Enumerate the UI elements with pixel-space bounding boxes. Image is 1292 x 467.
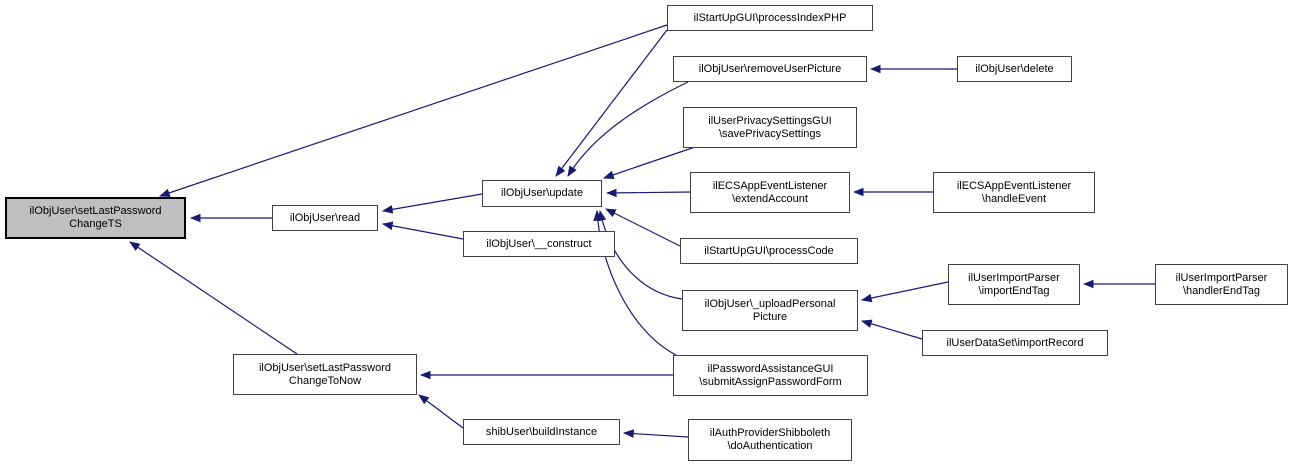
node-ilobjuser-construct[interactable]: ilObjUser\__construct	[463, 231, 615, 257]
edge-doauthentication-to-buildinstance	[622, 429, 689, 438]
edge-processcode-to-update	[605, 208, 681, 247]
node-ilobjuser-removeuserpicture[interactable]: ilObjUser\removeUserPicture	[673, 56, 867, 82]
edge-importrecord-to-uploadpersonalpicture	[860, 319, 923, 340]
edge-processindexphp-to-setlastpasswordchangets	[158, 24, 668, 197]
node-ilobjuser-update[interactable]: ilObjUser\update	[482, 180, 602, 207]
node-iluserimportparser-importendtag[interactable]: ilUserImportParser \importEndTag	[948, 264, 1080, 305]
node-ilobjuser-read[interactable]: ilObjUser\read	[272, 205, 378, 231]
edge-processindexphp-to-update	[555, 29, 668, 177]
node-ilobjuser-uploadpersonalpicture[interactable]: ilObjUser\_uploadPersonal Picture	[682, 290, 858, 331]
edge-update-to-read	[381, 193, 483, 214]
edge-extendaccount-to-update	[605, 188, 691, 198]
edge-construct-to-read	[381, 221, 464, 240]
node-iluserprivacysettingsgui-saveprivacysettings[interactable]: ilUserPrivacySettingsGUI \savePrivacySet…	[683, 107, 857, 148]
node-ilecsappeventlistener-handleevent[interactable]: ilECSAppEventListener \handleEvent	[933, 172, 1095, 213]
node-ilstartupgui-processindexphp[interactable]: ilStartUpGUI\processIndexPHP	[667, 5, 873, 31]
edge-removeuserpicture-to-update	[567, 81, 689, 177]
node-ilecsappeventlistener-extendaccount[interactable]: ilECSAppEventListener \extendAccount	[690, 172, 850, 213]
node-iluserimportparser-handlerendtag[interactable]: ilUserImportParser \handlerEndTag	[1155, 264, 1288, 305]
edge-buildinstance-to-setlastpasswordchangetonow	[418, 394, 464, 429]
node-ilobjuser-delete[interactable]: ilObjUser\delete	[957, 56, 1072, 82]
edge-submitassignpasswordform-to-update	[593, 209, 677, 356]
edge-uploadpersonalpicture-to-update	[597, 209, 683, 300]
node-shibuser-buildinstance[interactable]: shibUser\buildInstance	[463, 419, 620, 445]
edge-importendtag-to-uploadpersonalpicture	[860, 281, 949, 303]
node-ilobjuser-setlastpasswordchangetonow[interactable]: ilObjUser\setLastPassword ChangeToNow	[233, 354, 417, 395]
node-ilauthprovidershibboleth-doauthentication[interactable]: ilAuthProviderShibboleth \doAuthenticati…	[688, 419, 852, 461]
edge-setlastpasswordchangetonow-to-setlastpasswordchangets	[129, 241, 298, 355]
node-ilpasswordassistancegui-submitassignpasswordform[interactable]: ilPasswordAssistanceGUI \submitAssignPas…	[673, 355, 868, 396]
node-ilobjuser-setlastpasswordchangets: ilObjUser\setLastPassword ChangeTS	[5, 197, 186, 239]
edge-saveprivacysettings-to-update	[602, 146, 696, 179]
node-iluserdataset-importrecord[interactable]: ilUserDataSet\importRecord	[922, 330, 1108, 356]
node-ilstartupgui-processcode[interactable]: ilStartUpGUI\processCode	[680, 238, 858, 264]
